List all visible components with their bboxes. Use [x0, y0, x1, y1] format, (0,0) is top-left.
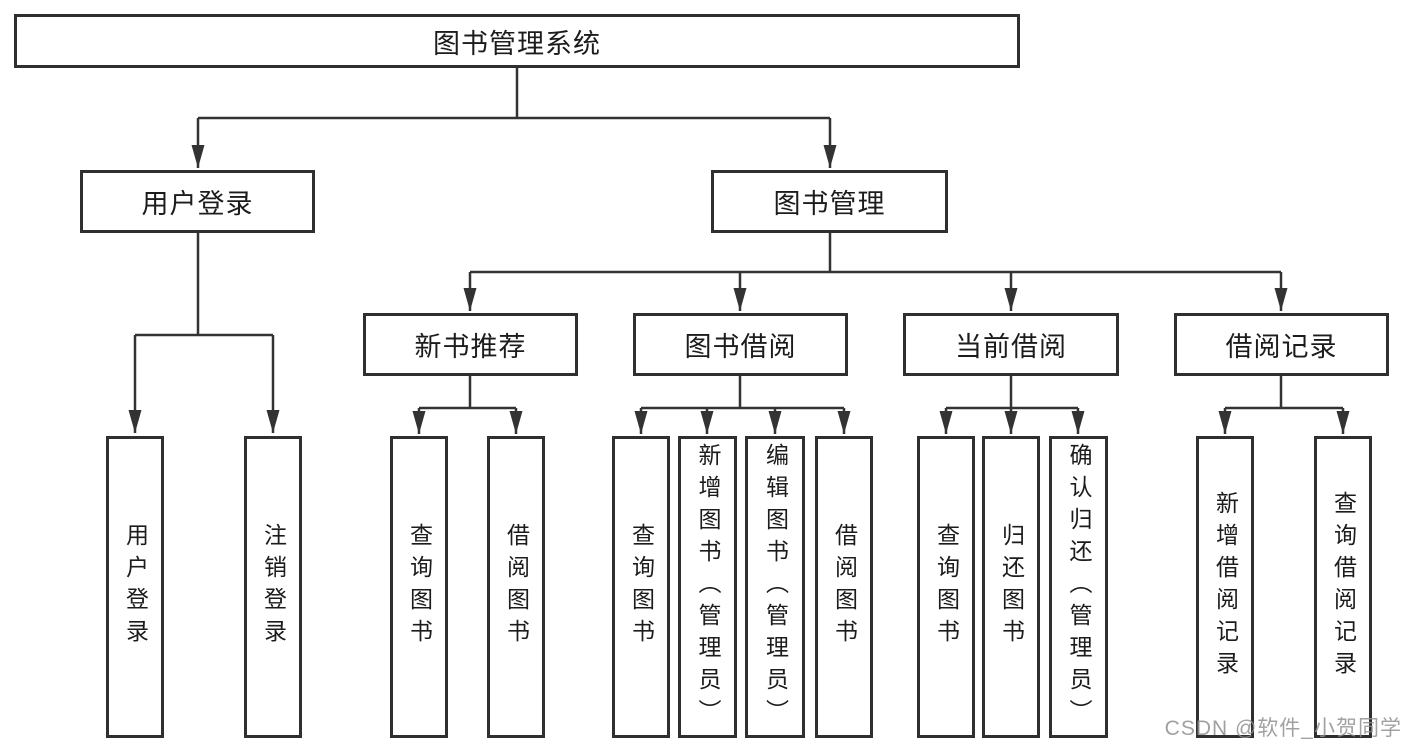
leaf-add-borrow-record: 新增借阅记录	[1196, 436, 1254, 738]
leaf-user-login: 用户登录	[106, 436, 164, 738]
node-current-borrowing: 当前借阅	[903, 313, 1119, 376]
leaf-borrow-books-recommend: 借阅图书	[487, 436, 545, 738]
leaf-borrow-books: 借阅图书	[815, 436, 873, 738]
leaf-query-books-borrow: 查询图书	[612, 436, 670, 738]
connector-new-book-stem	[419, 376, 516, 410]
csdn-watermark: CSDN @软件_小贺同学	[1164, 717, 1402, 740]
node-book-borrowing: 图书借阅	[633, 313, 848, 376]
node-label: 图书借阅	[684, 332, 797, 362]
node-label: 图书管理系统	[433, 28, 601, 59]
connector-borrow-record-stem	[1225, 376, 1343, 410]
node-label: 注销登录	[260, 523, 287, 651]
node-label: 确认归还（管理员）	[1066, 443, 1092, 731]
node-label: 图书管理	[773, 189, 886, 219]
node-label: 当前借阅	[955, 332, 1067, 362]
node-label: 用户登录	[141, 189, 254, 219]
node-label: 用户登录	[122, 523, 149, 651]
leaf-query-books-current: 查询图书	[917, 436, 975, 738]
node-label: 新书推荐	[414, 332, 527, 362]
connector-book-management-stem	[470, 233, 1281, 274]
leaf-logout-login: 注销登录	[244, 436, 302, 738]
node-label: 查询图书	[406, 523, 433, 651]
connector-root-stem	[198, 68, 830, 120]
leaf-return-books: 归还图书	[982, 436, 1040, 738]
node-label: 查询图书	[628, 523, 655, 651]
leaf-query-borrow-record: 查询借阅记录	[1314, 436, 1372, 738]
node-book-management-system: 图书管理系统	[14, 14, 1020, 68]
node-new-book-recommend: 新书推荐	[363, 313, 578, 376]
node-user-login: 用户登录	[80, 170, 315, 233]
node-label: 编辑图书（管理员）	[762, 443, 789, 731]
leaf-query-books-recommend: 查询图书	[390, 436, 448, 738]
node-label: 借阅图书	[503, 523, 530, 651]
node-label: 新增借阅记录	[1212, 491, 1239, 683]
connector-user-login-stem	[135, 233, 273, 337]
leaf-confirm-return-admin: 确认归还（管理员）	[1049, 436, 1108, 738]
connector-current-borrow-stem	[946, 376, 1078, 410]
node-label: 归还图书	[998, 523, 1025, 651]
node-label: 查询图书	[933, 523, 960, 651]
leaf-add-books-admin: 新增图书（管理员）	[678, 436, 737, 738]
node-label: 借阅图书	[831, 523, 858, 651]
node-book-management: 图书管理	[711, 170, 948, 233]
node-label: 借阅记录	[1225, 332, 1338, 362]
node-label: 查询借阅记录	[1330, 491, 1357, 683]
connector-book-borrow-stem	[641, 376, 844, 410]
node-label: 新增图书（管理员）	[695, 443, 721, 731]
leaf-edit-books-admin: 编辑图书（管理员）	[745, 436, 805, 738]
node-borrow-records: 借阅记录	[1174, 313, 1389, 376]
